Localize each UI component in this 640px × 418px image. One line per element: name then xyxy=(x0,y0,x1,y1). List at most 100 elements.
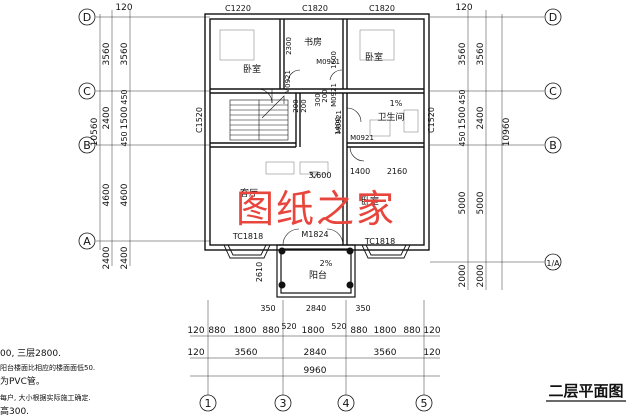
right-dim-lines xyxy=(467,10,503,290)
left-dim-450-b: 450 xyxy=(120,131,129,146)
right-dim-2000-inner: 2000 xyxy=(458,264,468,287)
right-dim-5000-outer: 5000 xyxy=(476,191,486,214)
bottom-dim-880-d: 880 xyxy=(403,326,420,336)
bottom-dim-520-a: 520 xyxy=(281,322,296,331)
bottom-dim-lines xyxy=(190,335,440,377)
left-dim-450-a: 450 xyxy=(120,89,129,104)
door-label-m0921-c: M0921 xyxy=(330,83,338,107)
bottom-dim-3560-b: 3560 xyxy=(374,348,397,358)
left-dim-1500: 1500 xyxy=(120,106,130,129)
bottom-dim-3560-a: 3560 xyxy=(235,348,258,358)
left-dim-top: 120 xyxy=(115,3,132,13)
bottom-dim-row1-left: 120 xyxy=(187,326,204,336)
bottom-dim-880-a: 880 xyxy=(208,326,225,336)
right-dim-top: 120 xyxy=(455,3,472,13)
interior-dim-300: 300 xyxy=(314,93,322,106)
axis-label-col-1: 1 xyxy=(205,397,212,410)
balcony-columns xyxy=(278,247,354,289)
window-label-tc1818-right: TC1818 xyxy=(364,237,395,246)
axis-label-col-5: 5 xyxy=(421,397,428,410)
interior-dim-1400-vertical: 1400 xyxy=(334,117,342,135)
floor-level-mark: 3.600 xyxy=(309,171,332,180)
bathroom-slope: 1% xyxy=(390,99,403,108)
window-label-c1520-left: C1520 xyxy=(195,107,204,133)
stair-treads xyxy=(229,95,289,141)
axis-label-c-right: C xyxy=(549,85,557,98)
axis-label-col-4: 4 xyxy=(343,397,350,410)
window-label-tc1818-left: TC1818 xyxy=(232,232,263,241)
axis-label-1a-right: 1/A xyxy=(546,259,560,268)
balcony-dim-350-right: 350 xyxy=(355,304,370,313)
window-label-c1820-right: C1820 xyxy=(369,4,395,13)
level-triangle-icon xyxy=(309,171,319,179)
door-swings xyxy=(257,69,365,246)
axis-bubbles xyxy=(78,8,562,412)
interior-dim-200-b: 200 xyxy=(300,99,308,112)
left-dim-3560-outer: 3560 xyxy=(102,42,112,65)
note-line-3: 为PVC管。 xyxy=(0,375,45,387)
room-label-bedroom-se: 卧室 xyxy=(361,195,379,207)
note-line-5: 高300. xyxy=(0,405,29,417)
balcony-slope: 2% xyxy=(320,259,333,268)
bottom-dim-row2-right: 120 xyxy=(423,348,440,358)
bottom-dim-total: 9960 xyxy=(304,366,327,376)
bottom-dim-2840: 2840 xyxy=(304,348,327,358)
left-dim-3560-inner: 3560 xyxy=(120,42,130,65)
axis-label-col-3: 3 xyxy=(280,397,287,410)
room-label-bathroom: 卫生间 xyxy=(377,111,404,123)
left-dim-2400-bottom-outer: 2400 xyxy=(102,246,112,269)
door-label-m0921-d: M0921 xyxy=(335,110,343,134)
axis-label-d-right: D xyxy=(549,11,557,24)
left-dim-4600-inner: 4600 xyxy=(120,183,130,206)
left-dim-2400-bottom-inner: 2400 xyxy=(120,246,130,269)
room-label-bedroom-nw: 卧室 xyxy=(243,63,261,75)
axis-label-b-left: B xyxy=(83,139,91,152)
axis-label-b-right: B xyxy=(549,139,557,152)
interior-dim-2610: 2610 xyxy=(255,262,264,282)
drawing-title: 二层平面图 xyxy=(548,382,623,400)
right-dim-450-a: 450 xyxy=(458,89,467,104)
right-dim-2400-outer: 2400 xyxy=(476,106,486,129)
right-dim-5000-inner: 5000 xyxy=(458,191,468,214)
bottom-dim-880-b: 880 xyxy=(262,326,279,336)
room-label-living: 客厅 xyxy=(240,187,258,199)
bottom-dim-row2-left: 120 xyxy=(187,348,204,358)
window-label-c1220: C1220 xyxy=(225,4,251,13)
balcony-dim-350-left: 350 xyxy=(260,304,275,313)
right-dim-2000-outer: 2000 xyxy=(476,264,486,287)
right-dim-total: 10960 xyxy=(502,117,512,146)
axis-lines xyxy=(96,16,544,396)
balcony-dim-2840: 2840 xyxy=(306,304,326,313)
axis-label-d-left: D xyxy=(83,11,91,24)
right-dim-3560-outer: 3560 xyxy=(476,42,486,65)
bottom-dim-880-c: 880 xyxy=(350,326,367,336)
window-label-c1520-right: C1520 xyxy=(427,107,436,133)
bay-windows xyxy=(223,244,411,259)
note-line-2: 阳台楼面比相应的楼面面低50. xyxy=(0,363,95,372)
bottom-dim-1800-c: 1800 xyxy=(374,326,397,336)
room-label-bedroom-ne: 卧室 xyxy=(365,51,383,63)
balcony-outline xyxy=(276,244,356,298)
watermark-text: 图纸之家 xyxy=(236,187,396,231)
right-dim-1500: 1500 xyxy=(458,106,468,129)
interior-dim-1400-horizontal: 1400 xyxy=(350,167,370,176)
door-label-m1824: M1824 xyxy=(301,230,328,239)
bottom-dim-520-b: 520 xyxy=(331,322,346,331)
door-label-m0921-b: M0921 xyxy=(316,58,340,66)
left-dim-total: 10560 xyxy=(90,117,100,146)
interior-dim-200-a: 200 xyxy=(292,99,300,112)
left-dim-2400-outer: 2400 xyxy=(102,106,112,129)
right-dim-450-b: 450 xyxy=(458,131,467,146)
axis-label-c-left: C xyxy=(83,85,91,98)
furniture-hints xyxy=(219,29,419,175)
door-label-m0921-a: M0921 xyxy=(284,70,292,94)
interior-dim-2300: 2300 xyxy=(285,37,293,55)
window-label-c1820-mid: C1820 xyxy=(302,4,328,13)
note-line-1: 00, 三层2800. xyxy=(0,348,61,359)
door-label-m0921-e: M0921 xyxy=(350,134,374,142)
interior-dim-1600: 1600 xyxy=(330,51,338,69)
room-label-balcony: 阳台 xyxy=(309,269,327,281)
left-dim-4600-outer: 4600 xyxy=(102,183,112,206)
room-label-study: 书房 xyxy=(304,36,322,48)
